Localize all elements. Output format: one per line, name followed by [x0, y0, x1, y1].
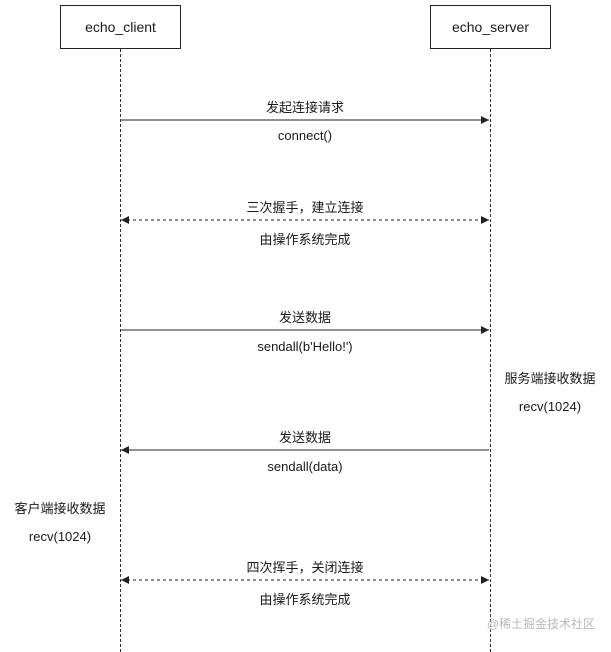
- label-handshake: 三次握手，建立连接: [246, 200, 364, 215]
- label-send-title: 发送数据: [278, 310, 332, 325]
- label-send2-title: 发送数据: [278, 430, 332, 445]
- label-client-recv-call: recv(1024): [28, 529, 92, 544]
- actor-echo-server: echo_server: [430, 5, 551, 49]
- label-connect-call: connect(): [277, 128, 333, 143]
- label-client-recv-title: 客户端接收数据: [14, 501, 106, 516]
- label-handshake-by: 由操作系统完成: [259, 232, 351, 247]
- label-wave-by: 由操作系统完成: [259, 592, 351, 607]
- label-send-hello-call: sendall(b'Hello!'): [257, 339, 353, 354]
- actor-echo-client: echo_client: [60, 5, 181, 49]
- lifeline-client: [120, 49, 121, 652]
- label-send-data-call: sendall(data): [267, 459, 343, 474]
- watermark: @稀土掘金技术社区: [486, 617, 595, 631]
- label-wave: 四次挥手，关闭连接: [246, 560, 364, 575]
- label-server-recv-call: recv(1024): [518, 399, 582, 414]
- actor-echo-server-label: echo_server: [451, 19, 530, 35]
- lifeline-server: [490, 49, 491, 652]
- label-server-recv-title: 服务端接收数据: [504, 371, 596, 386]
- label-connect-request: 发起连接请求: [265, 100, 345, 115]
- actor-echo-client-label: echo_client: [85, 19, 156, 35]
